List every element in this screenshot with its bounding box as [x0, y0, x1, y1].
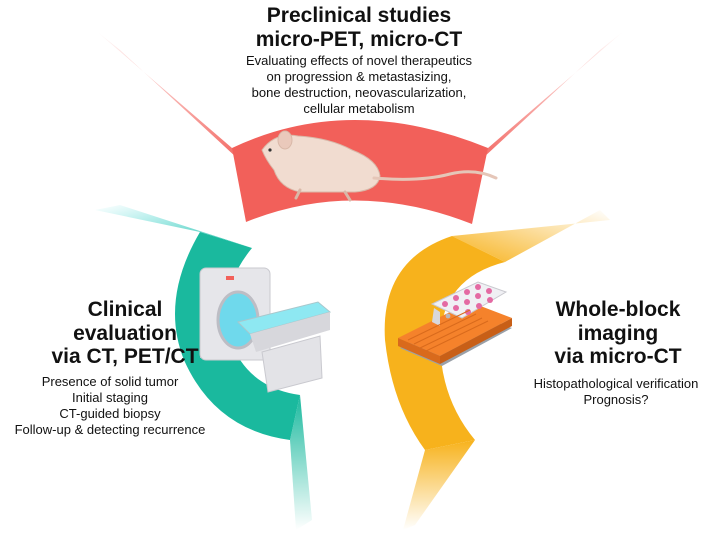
clinical-title-line: evaluation	[73, 321, 177, 345]
clinical-line: Presence of solid tumor	[41, 374, 179, 389]
preclinical-line: bone destruction, neovascularization,	[251, 84, 467, 100]
preclinical-line: Evaluating effects of novel therapeutics	[246, 53, 472, 68]
preclinical-title-line1: Preclinical studies	[266, 4, 452, 27]
tissue-cassette-icon	[398, 281, 512, 366]
clinical-line: Initial staging	[72, 389, 148, 405]
wholeblock-title-line: imaging	[577, 321, 659, 345]
clinical-description: Presence of solid tumor Initial staging …	[2, 374, 218, 437]
preclinical-line: cellular metabolism	[303, 100, 415, 116]
wholeblock-line: Prognosis?	[583, 391, 649, 407]
ct-scanner-icon	[199, 267, 332, 393]
wholeblock-title-line: Whole-block	[555, 298, 681, 321]
preclinical-line: on progression & metastasizing,	[266, 68, 452, 84]
preclinical-title-line2: micro-PET, micro-CT	[255, 27, 463, 51]
preclinical-title: Preclinical studies micro-PET, micro-CT	[219, 4, 499, 51]
wholeblock-band	[384, 210, 610, 530]
wholeblock-line: Histopathological verification	[533, 376, 699, 391]
clinical-line: Follow-up & detecting recurrence	[14, 421, 206, 437]
wholeblock-title-line: via micro-CT	[554, 345, 682, 369]
clinical-title-line: Clinical	[87, 298, 163, 321]
wholeblock-description: Histopathological verification Prognosis…	[518, 376, 714, 408]
mouse-icon	[261, 130, 498, 202]
clinical-title-line: via CT, PET/CT	[51, 345, 199, 369]
clinical-line: CT-guided biopsy	[59, 405, 161, 421]
wholeblock-title: Whole-block imaging via micro-CT	[528, 298, 708, 369]
clinical-title: Clinical evaluation via CT, PET/CT	[40, 298, 210, 369]
preclinical-description: Evaluating effects of novel therapeutics…	[209, 53, 509, 116]
